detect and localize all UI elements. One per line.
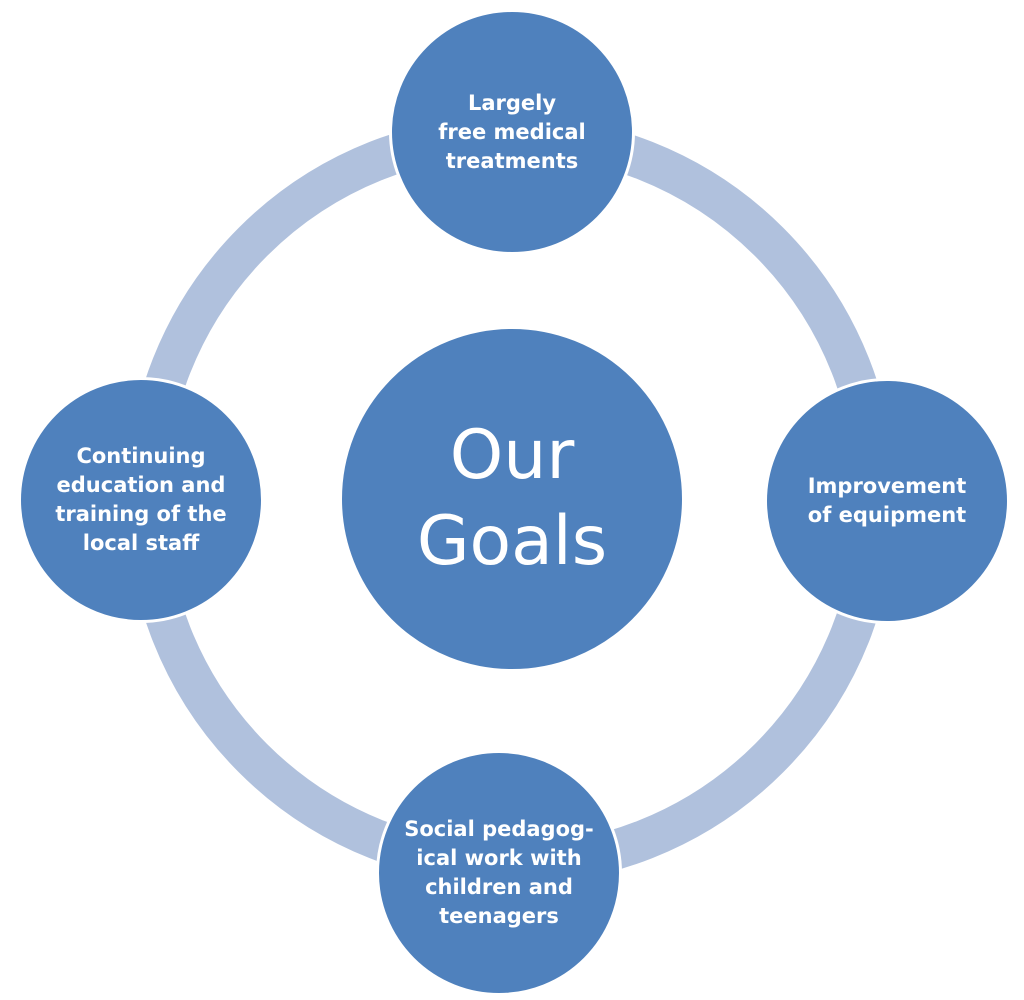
goal-node-equipment: Improvement of equipment bbox=[764, 378, 1010, 624]
goal-label-staff-training: Continuing education and training of the… bbox=[55, 444, 227, 555]
goal-node-staff-training: Continuing education and training of the… bbox=[18, 377, 264, 623]
goal-node-free-treatments: Largely free medical treatments bbox=[389, 9, 635, 255]
goal-label-social-work: Social pedagog- ical work with children … bbox=[404, 817, 594, 928]
center-title: Our Goals bbox=[416, 416, 608, 581]
goal-node-social-work: Social pedagog- ical work with children … bbox=[376, 750, 622, 996]
goal-label-free-treatments: Largely free medical treatments bbox=[438, 90, 586, 173]
center-node-our-goals: Our Goals bbox=[339, 326, 685, 672]
goal-label-equipment: Improvement of equipment bbox=[807, 474, 967, 527]
